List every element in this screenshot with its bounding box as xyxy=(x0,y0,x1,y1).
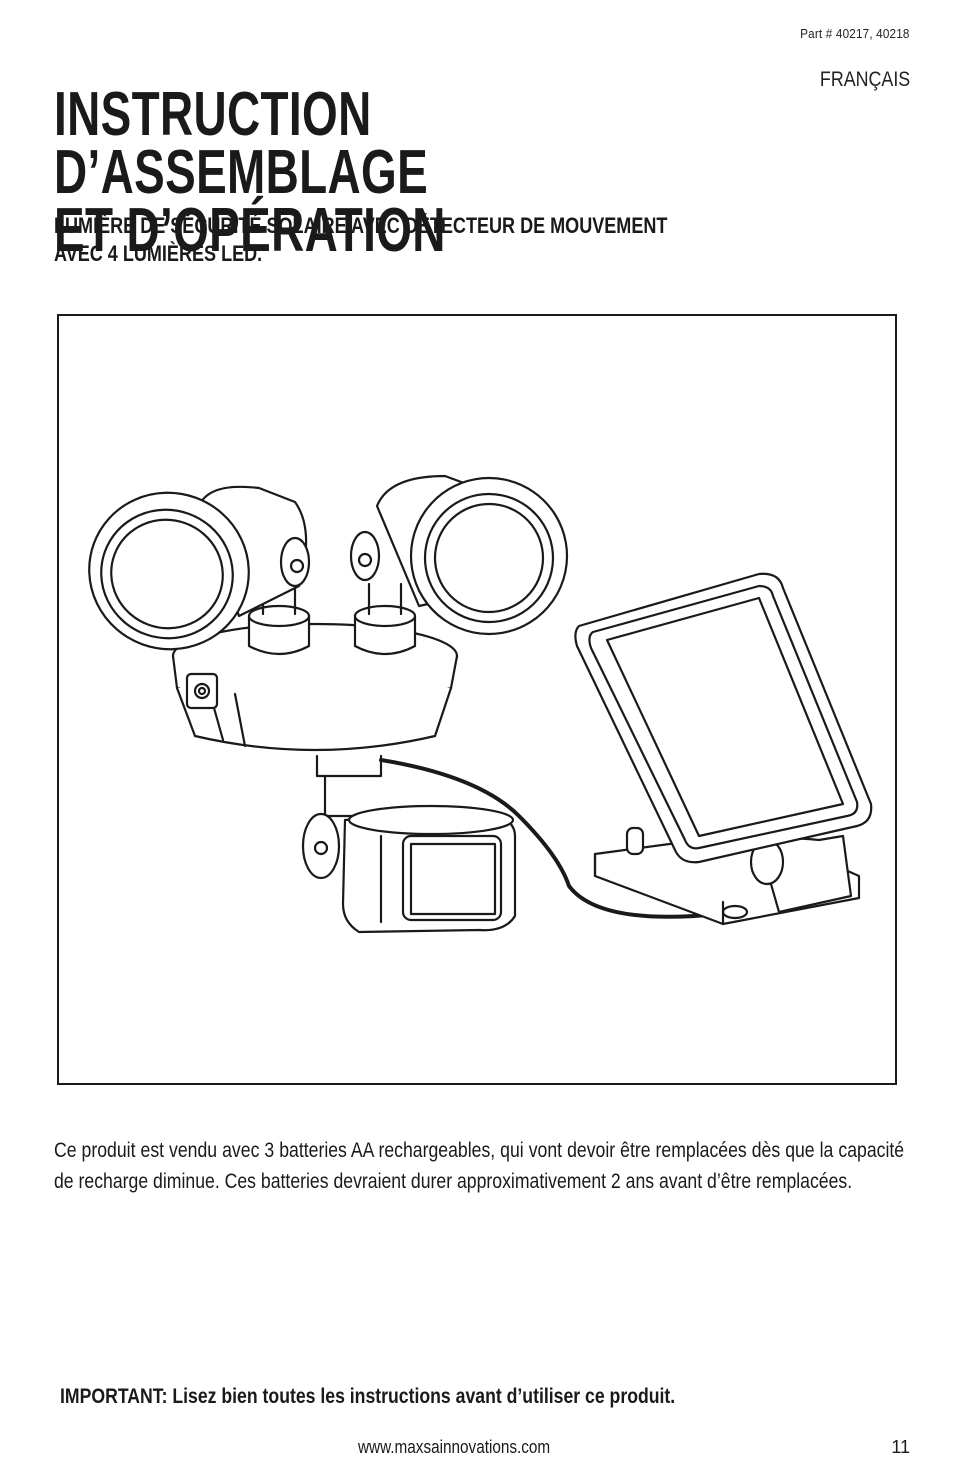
part-number: Part # 40217, 40218 xyxy=(800,26,910,41)
solar-motion-security-light-illustration xyxy=(88,474,873,934)
sensor-neck xyxy=(315,754,383,818)
product-subtitle-line-1: LUMIÈRE DE SÉCURITÉ SOLAIRE AVEC DÉTECTE… xyxy=(54,213,668,238)
language-label: FRANÇAIS xyxy=(819,68,910,91)
left-lamp-head xyxy=(88,485,311,656)
product-subtitle: LUMIÈRE DE SÉCURITÉ SOLAIRE AVEC DÉTECTE… xyxy=(54,212,792,268)
right-lamp-head xyxy=(349,474,569,656)
motion-sensor xyxy=(301,804,517,934)
battery-info-paragraph: Ce produit est vendu avec 3 batteries AA… xyxy=(54,1139,905,1193)
page-title-line-2: ET D’OPÉRATION xyxy=(54,196,446,265)
important-notice: IMPORTANT: Lisez bien toutes les instruc… xyxy=(60,1385,676,1408)
page-title: INSTRUCTION D’ASSEMBLAGE ET D’OPÉRATION xyxy=(54,80,616,265)
page-title-line-1: INSTRUCTION D’ASSEMBLAGE xyxy=(54,80,429,207)
product-illustration-frame xyxy=(57,314,897,1085)
solar-panel xyxy=(574,572,873,864)
solar-panel-mount xyxy=(593,826,861,926)
product-subtitle-line-2: AVEC 4 LUMIÈRES LED. xyxy=(54,241,263,266)
page-number: 11 xyxy=(891,1437,910,1457)
footer-website-url: www.maxsainnovations.com xyxy=(358,1437,551,1457)
